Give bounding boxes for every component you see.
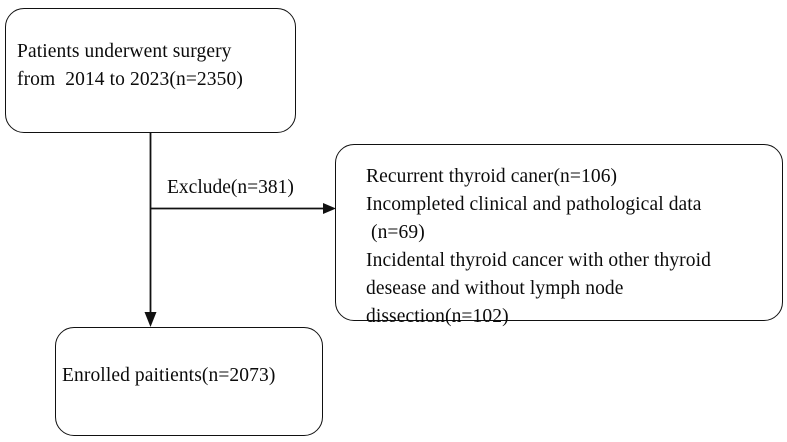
excluded-reason-line-5: desease and without lymph node [366, 278, 624, 299]
source-cohort-line-1: Patients underwent surgery [17, 41, 232, 62]
excluded-reason-line-6: dissection(n=102) [366, 306, 509, 327]
excluded-reason-line-2: Incompleted clinical and pathological da… [366, 194, 702, 215]
excluded-reason-line-1: Recurrent thyroid caner(n=106) [366, 166, 618, 187]
source-cohort-box [5, 8, 296, 133]
exclude-edge-label: Exclude(n=381) [167, 177, 294, 198]
excluded-reason-line-4: Incidental thyroid cancer with other thy… [366, 250, 711, 271]
source-cohort-line-2: from 2014 to 2023(n=2350) [17, 69, 243, 90]
source-cohort-text: Patients underwent surgery from 2014 to … [17, 38, 243, 94]
enrolled-cohort-box [55, 327, 323, 436]
enrolled-cohort-text: Enrolled paitients(n=2073) [62, 365, 276, 386]
source-to-enrolled-arrowhead [144, 312, 157, 327]
excluded-reasons-box [335, 144, 783, 321]
excluded-reasons-text: Recurrent thyroid caner(n=106) Incomplet… [366, 163, 711, 331]
excluded-reason-line-3: (n=69) [366, 222, 425, 243]
